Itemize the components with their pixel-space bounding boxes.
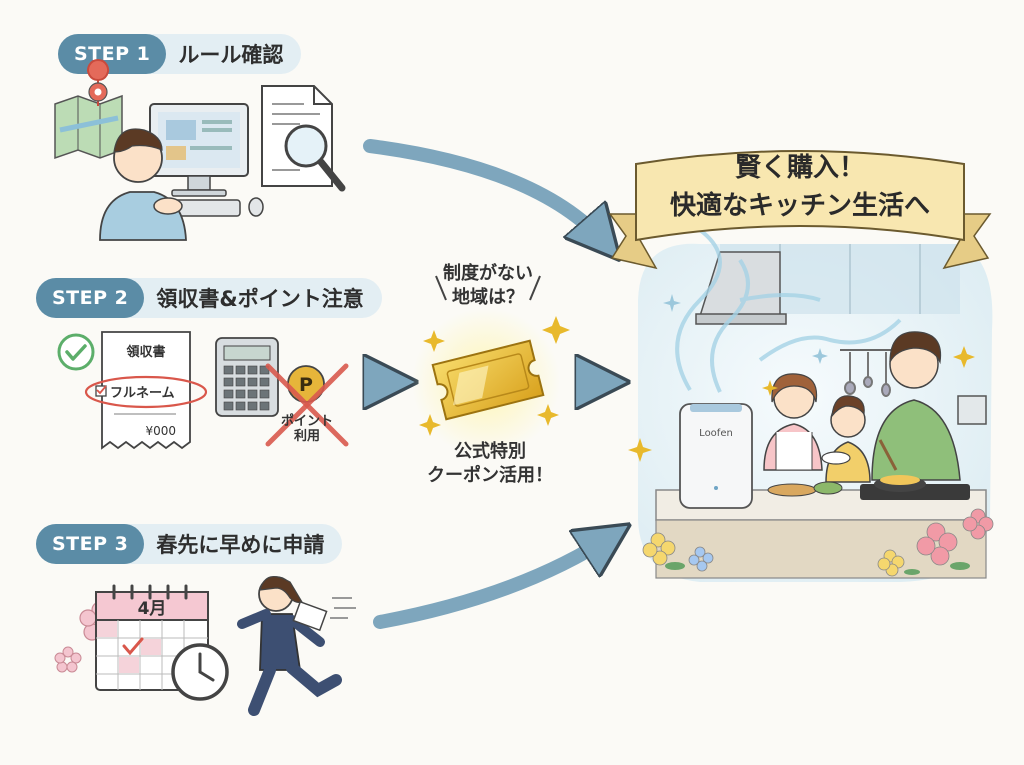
calendar-month: 4月 [138,599,167,619]
coupon-ticket-icon [431,339,545,421]
step3-badge: STEP 3 [36,524,145,564]
step3-pill: STEP 3 春先に早めに申請 [36,524,343,564]
cross-mark-icon [265,363,349,447]
banner-line1: 賢く購入！ [734,153,865,183]
calendar-icon: 4月 [95,584,209,691]
map-icon [54,59,123,160]
receipt-icon: 領収書 フルネーム ¥000 [84,331,208,450]
receipt-amount: ¥000 [145,424,176,438]
check-circle-icon [57,333,95,371]
receipt-title: 領収書 [126,344,165,360]
coupon-caption: 公式特別 クーポン活用！ [427,441,553,486]
step2-title: 領収書&ポイント注意 [156,287,364,311]
step2-badge: STEP 2 [36,278,145,318]
speech-marks-icon [435,275,541,301]
step1-badge: STEP 1 [58,34,167,74]
arrow-step1 [363,139,606,244]
step3-title: 春先に早めに申請 [156,533,325,557]
step1-title: ルール確認 [178,43,284,67]
receipt-fullname: フルネーム [110,386,175,401]
kitchen-scene: Loofen [628,228,994,582]
person-at-computer [99,128,187,241]
calculator-icon [215,337,279,417]
running-person [237,575,356,716]
ribbon-banner [608,150,992,270]
coupon-question: 制度がない 地域は？ [443,263,533,308]
point-coin-label: P [299,374,313,396]
clock-icon [171,643,229,701]
sparkle-icons [419,316,570,436]
arrow-step3 [373,536,612,629]
step2-pill: STEP 2 領収書&ポイント注意 [36,278,382,318]
document-magnifier-icon [261,85,346,192]
banner-line2: 快適なキッチン生活へ [669,191,930,221]
flow-arrows [363,139,612,629]
computer-icon [149,103,264,217]
appliance-brand: Loofen [699,428,733,439]
receipt-point-label: ポイント 利用 [280,414,333,444]
